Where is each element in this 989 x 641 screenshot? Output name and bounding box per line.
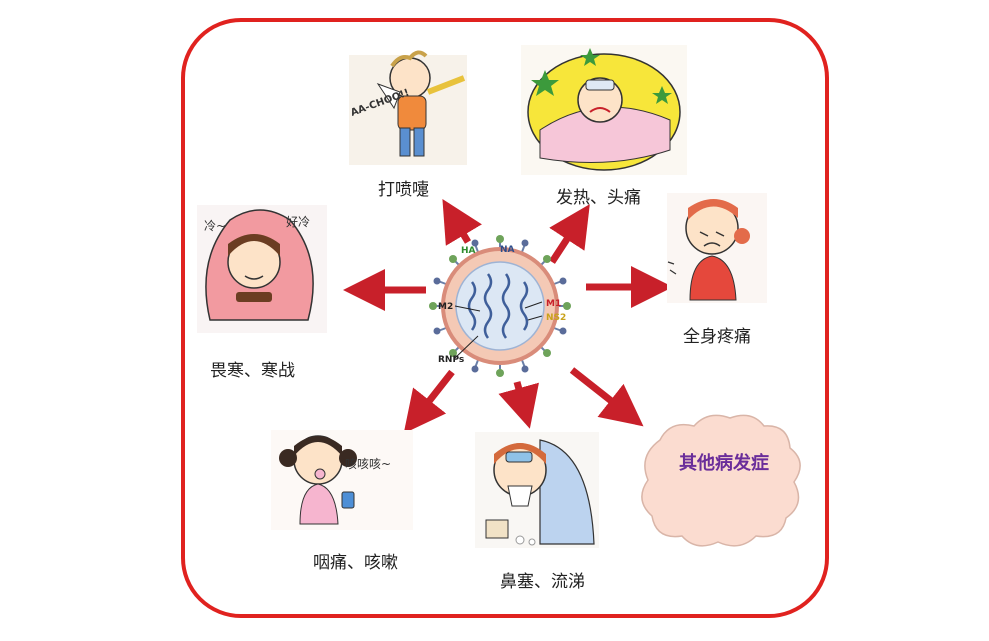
virus-icon [429, 235, 571, 377]
cough-sound-text: 咳咳咳~ [345, 457, 391, 471]
label-chills: 畏寒、寒战 [210, 361, 295, 381]
fever-illustration [521, 45, 687, 175]
label-other-complications: 其他病发症 [679, 453, 769, 474]
sore-throat-illustration: 咳咳咳~ [271, 430, 413, 530]
label-stuffy-nose: 鼻塞、流涕 [500, 572, 585, 592]
other-complications-cloud [641, 414, 801, 547]
arrow-to-other [569, 367, 644, 427]
virus-label-na: NA [500, 245, 515, 255]
virus-label-ha: HA [461, 246, 476, 256]
stuffy-nose-illustration [475, 432, 599, 548]
chills-illustration: 冷~ 好冷 [197, 205, 327, 333]
label-body-ache: 全身疼痛 [683, 327, 751, 347]
label-sneeze: 打喷嚏 [378, 180, 429, 200]
chills-cold-right-text: 好冷 [286, 215, 310, 229]
virus-label-m2: M2 [438, 302, 453, 312]
arrow-to-fever [549, 204, 590, 264]
label-fever: 发热、头痛 [556, 188, 641, 208]
virus-label-m1: M1 [546, 299, 561, 309]
arrows [343, 198, 673, 434]
virus-label-rnps: RNPs [438, 355, 464, 365]
virus-label-ns2: NS2 [546, 313, 566, 323]
body-ache-illustration [667, 193, 767, 303]
sneeze-illustration: AA-CHOO!! [349, 50, 467, 165]
arrow-to-sneeze [442, 198, 482, 246]
label-sore-throat: 咽痛、咳嗽 [313, 553, 398, 573]
arrow-to-sore-throat [403, 369, 455, 434]
arrow-to-stuffy-nose [498, 381, 539, 429]
chills-cold-left-text: 冷~ [204, 219, 226, 233]
diagram-frame [181, 18, 829, 618]
